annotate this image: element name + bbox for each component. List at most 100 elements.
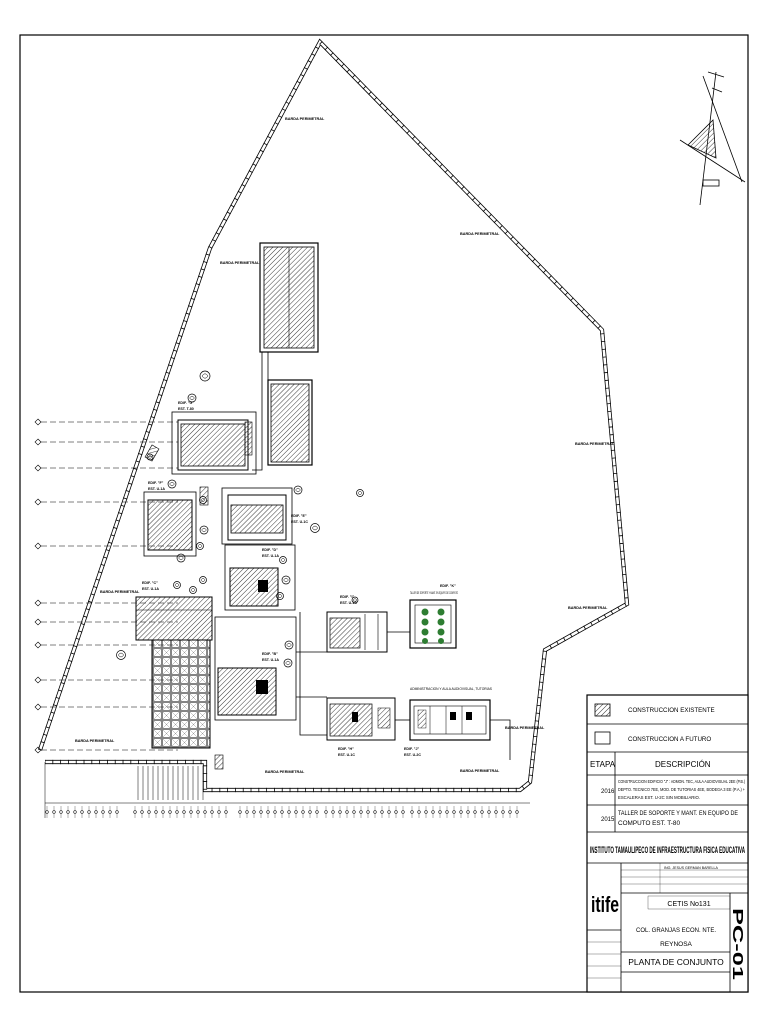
- building-classroom-grid: [151, 639, 211, 749]
- tree-canopy: [173, 581, 181, 589]
- tree-detail: [277, 594, 283, 598]
- tree-detail: [147, 455, 153, 459]
- building-spec: EST. U-1A: [148, 487, 165, 491]
- signatory-name: ING. JESUS GERMAN BARELLA: [664, 866, 719, 870]
- dimension-marker: [34, 676, 42, 684]
- tree-detail: [200, 498, 206, 502]
- tree-symbol: [199, 525, 209, 535]
- tree-canopy: [356, 489, 364, 497]
- tree-symbol: [167, 479, 177, 489]
- tree-symbol: [284, 640, 294, 650]
- tree-canopy: [351, 596, 359, 604]
- tree-symbol: [356, 489, 364, 497]
- school-name: CETIS No131: [667, 901, 710, 908]
- tree-detail: [174, 583, 180, 587]
- building-e: [227, 494, 287, 541]
- dimension-marker: [34, 599, 42, 607]
- dimension-marker: [34, 418, 42, 426]
- tree-detail: [312, 525, 319, 531]
- building-spec: EST. U-1C: [338, 753, 355, 757]
- itife-logo: itife: [591, 892, 619, 917]
- tree-detail: [118, 652, 125, 658]
- wall-label: BARDA PERIMETRAL: [505, 726, 545, 730]
- wall-label: BARDA PERIMETRAL: [285, 117, 325, 121]
- title-block: [586, 694, 749, 993]
- building-top-south: [267, 379, 313, 466]
- building-label: EDIF. "D": [262, 548, 278, 552]
- existing-construction-label: CONSTRUCCION EXISTENTE: [628, 707, 715, 714]
- sheet-title: PLANTA DE CONJUNTO: [628, 957, 724, 967]
- tree-symbol: [351, 596, 359, 604]
- tree-canopy: [199, 496, 207, 504]
- future-construction-swatch: [594, 731, 611, 745]
- building-spec: EST. U-1A: [262, 658, 279, 662]
- tree-canopy: [283, 658, 293, 668]
- bottom-boundary-markers: [44, 762, 519, 818]
- tree-symbol: [187, 393, 197, 403]
- phase-description-line: CONSTRUCCION EDIFICIO "J" : ADMON. TEC, …: [618, 779, 745, 784]
- tree-detail: [352, 598, 358, 602]
- wall-label: BARDA PERIMETRAL: [100, 590, 140, 594]
- wall-label: BARDA PERIMETRAL: [568, 606, 608, 610]
- tree-canopy: [187, 393, 197, 403]
- phase-description-line: COMPUTO EST. T-80: [618, 821, 681, 827]
- tree-symbol: [281, 575, 291, 585]
- tree-symbol: [283, 658, 293, 668]
- dimension-marker: [34, 641, 42, 649]
- tree-detail: [283, 577, 289, 583]
- tree-canopy: [199, 370, 211, 382]
- dimension-marker: [34, 498, 42, 506]
- tree-canopy: [281, 575, 291, 585]
- dimension-marker: [34, 618, 42, 626]
- tree-canopy: [176, 553, 186, 563]
- tree-symbol: [199, 576, 207, 584]
- tree-symbol: [189, 586, 197, 594]
- trees: [116, 370, 364, 668]
- tree-detail: [190, 588, 196, 592]
- building-g: [177, 419, 253, 471]
- tree-symbol: [146, 453, 154, 461]
- phase-description-line: DEPTO. TECNICO 7EE, MOD. DE TUTORIAS 4EE…: [618, 787, 745, 792]
- north-arrow-icon: [679, 71, 746, 206]
- tree-detail: [280, 558, 286, 562]
- institute-title: INSTITUTO TAMAULIPECO DE INFRAESTRUCTURA…: [590, 845, 745, 855]
- building-b: [217, 667, 277, 716]
- existing-construction-swatch: [594, 703, 611, 717]
- building-f: [147, 499, 193, 551]
- building-i: [326, 611, 388, 653]
- tree-canopy: [146, 453, 154, 461]
- phase-description-line: ESCALERAS EST. U-2C SIN MOBILIARIO.: [618, 795, 700, 800]
- left-dimension-lines: [34, 418, 178, 754]
- tree-detail: [201, 373, 209, 379]
- tree-symbol: [293, 485, 303, 495]
- colony-name: COL. GRANJAS ECON. NTE.: [636, 928, 716, 934]
- building-spec: EST. U-1A: [262, 554, 279, 558]
- building-label: EDIF. "E": [291, 514, 307, 518]
- building-spec: EST. U-1C: [291, 520, 308, 524]
- tree-canopy: [284, 640, 294, 650]
- tree-symbol: [199, 370, 211, 382]
- dimension-marker: [34, 746, 42, 754]
- tree-canopy: [196, 542, 204, 550]
- tree-detail: [189, 395, 195, 401]
- tree-canopy: [167, 479, 177, 489]
- building-label: EDIF. "H": [338, 747, 354, 751]
- tree-detail: [285, 660, 291, 666]
- dimension-marker: [34, 703, 42, 711]
- tree-canopy: [116, 650, 126, 660]
- tree-detail: [200, 578, 206, 582]
- building-label: EDIF. "J": [404, 747, 419, 751]
- tree-symbol: [116, 650, 126, 660]
- building-workshop-green: [409, 599, 457, 649]
- phase-description-line: TALLER DE SOPORTE Y MANT. EN EQUIPO DE: [618, 811, 738, 817]
- city-name: REYNOSA: [660, 941, 692, 948]
- tree-symbol: [276, 592, 284, 600]
- parking-stripes: [137, 766, 204, 800]
- wall-label: BARDA PERIMETRAL: [460, 769, 500, 773]
- dimension-marker: [34, 464, 42, 472]
- tree-detail: [178, 555, 184, 561]
- tree-detail: [286, 642, 292, 648]
- description-header: DESCRIPCIÓN: [655, 760, 711, 769]
- building-label: EDIF. "I": [340, 595, 354, 599]
